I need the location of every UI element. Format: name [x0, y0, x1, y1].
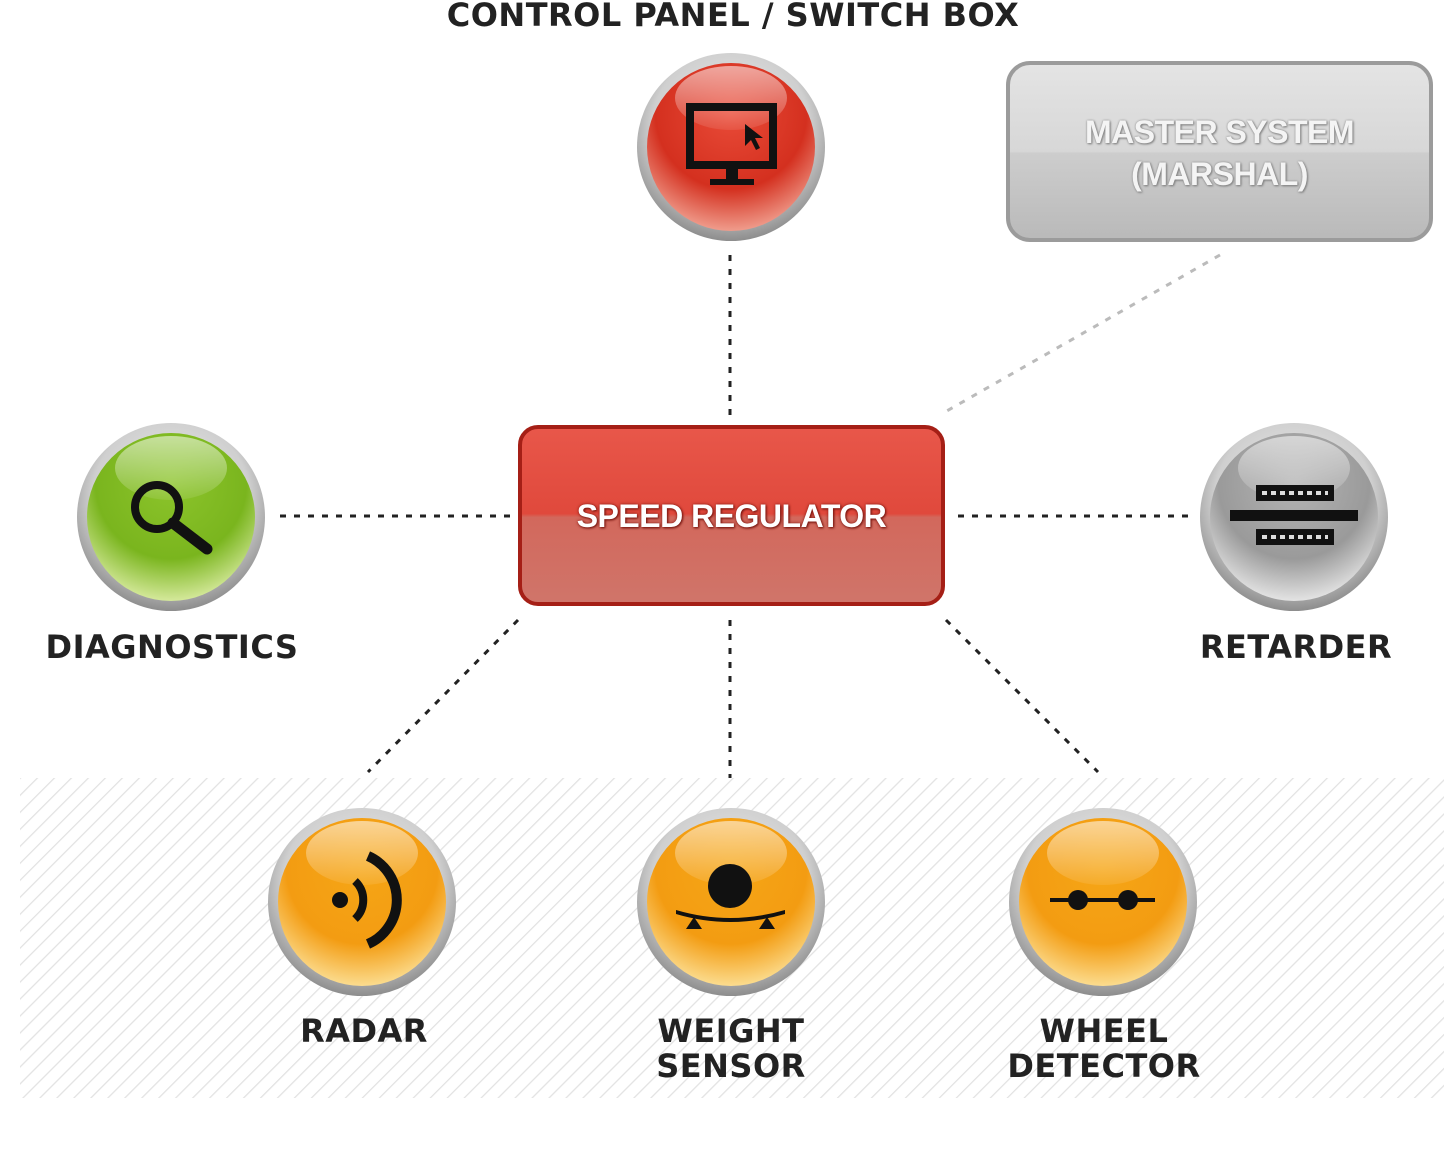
- connector-radar: [366, 618, 520, 774]
- control-panel-node[interactable]: [637, 53, 825, 241]
- retarder-node[interactable]: [1200, 423, 1388, 611]
- wheel-detector-line1: WHEEL: [1039, 1012, 1169, 1050]
- weight-sensor-line2: SENSOR: [656, 1047, 806, 1085]
- speed-regulator-box[interactable]: [518, 425, 945, 606]
- monitor-icon: [686, 103, 777, 185]
- master-system-line1: MASTER SYSTEM: [1084, 114, 1355, 150]
- weight-sensor-label: WEIGHT SENSOR: [581, 1014, 881, 1084]
- retarder-icon: [1230, 485, 1358, 545]
- radar-label: RADAR: [300, 1012, 428, 1050]
- weight-sensor-line1: WEIGHT: [657, 1012, 805, 1050]
- weight-icon: [676, 864, 785, 929]
- diagnostics-node[interactable]: [77, 423, 265, 611]
- wheel-detector-label: WHEEL DETECTOR: [954, 1014, 1254, 1084]
- speed-regulator-label: SPEED REGULATOR: [576, 498, 887, 534]
- diagnostics-label: DIAGNOSTICS: [45, 628, 299, 666]
- control-panel-label: CONTROL PANEL / SWITCH BOX: [446, 0, 1020, 34]
- weight-sensor-node[interactable]: [637, 808, 825, 996]
- master-system-box[interactable]: [1006, 61, 1433, 242]
- magnifier-icon: [131, 481, 213, 555]
- connector-wheel-detector: [944, 618, 1100, 774]
- master-system-line2: (MARSHAL): [1131, 156, 1308, 192]
- retarder-label: RETARDER: [1199, 628, 1393, 666]
- connector-master-system: [944, 253, 1221, 414]
- wheel-detector-icon: [1050, 890, 1155, 910]
- wheel-detector-line2: DETECTOR: [1007, 1047, 1201, 1085]
- radar-icon: [332, 851, 402, 949]
- radar-node[interactable]: [268, 808, 456, 996]
- master-system-label: MASTER SYSTEM (MARSHAL): [1008, 111, 1431, 195]
- wheel-detector-node[interactable]: [1009, 808, 1197, 996]
- connectors: [280, 253, 1221, 778]
